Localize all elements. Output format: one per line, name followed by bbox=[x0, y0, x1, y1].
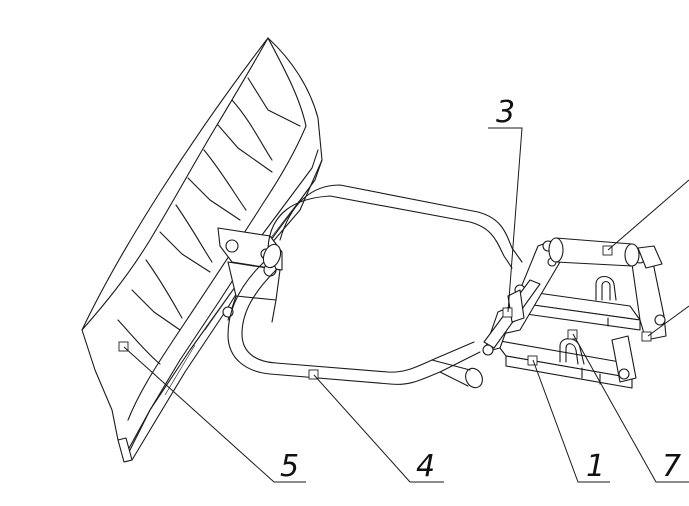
callout-1: 1 bbox=[586, 449, 605, 484]
leader-2 bbox=[647, 305, 689, 337]
callout-3: 3 bbox=[496, 95, 515, 130]
callout-5: 5 bbox=[280, 449, 299, 484]
leader-5 bbox=[123, 346, 306, 483]
callout-7: 7 bbox=[662, 449, 681, 484]
leader-7 bbox=[572, 333, 689, 483]
plow-blade bbox=[81, 37, 323, 463]
marker-6 bbox=[602, 245, 613, 256]
callout-4: 4 bbox=[416, 449, 435, 484]
marker-2 bbox=[641, 331, 652, 342]
push-frame-tube bbox=[227, 184, 523, 389]
marker-3 bbox=[502, 307, 513, 318]
leader-4 bbox=[313, 374, 444, 483]
leader-3 bbox=[488, 127, 523, 313]
leader-6 bbox=[607, 179, 689, 251]
marker-7 bbox=[567, 329, 578, 340]
leader-1 bbox=[532, 359, 610, 483]
marker-4 bbox=[308, 369, 319, 380]
marker-5 bbox=[118, 341, 129, 352]
marker-1 bbox=[527, 355, 538, 366]
hydraulic-cylinder bbox=[548, 237, 663, 269]
